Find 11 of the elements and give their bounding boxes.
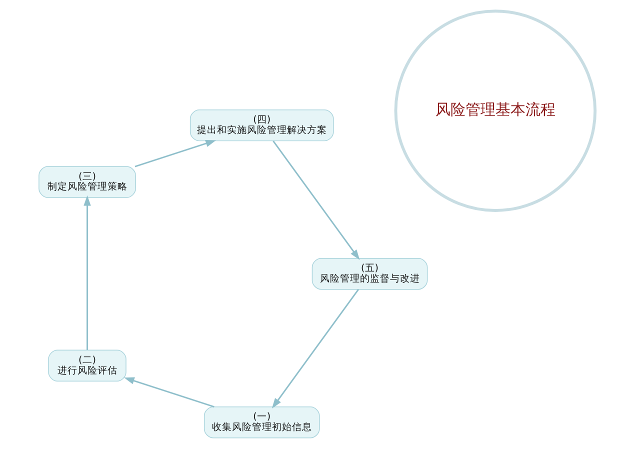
node-box: (四) 提出和实施风险管理解决方案 [189, 109, 334, 142]
node-box: (三) 制定风险管理策略 [38, 166, 136, 198]
arrow [271, 289, 359, 409]
node-box: (一) 收集风险管理初始信息 [203, 406, 320, 438]
arrow [272, 140, 360, 260]
node-circle: 风险管理基本流程 [394, 10, 596, 212]
node-box: (二) 进行风险评估 [48, 350, 126, 382]
arrow [123, 377, 214, 408]
node-box: (五) 风险管理的监督与改进 [311, 258, 428, 290]
arrow [134, 140, 216, 168]
arrow [83, 195, 90, 350]
